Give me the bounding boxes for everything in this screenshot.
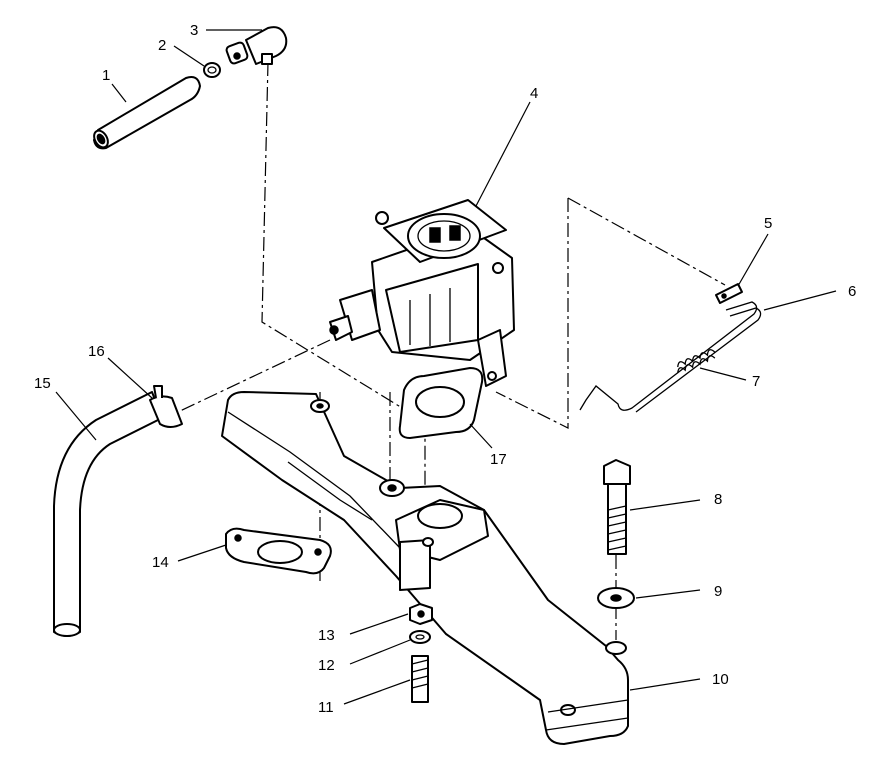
callout-8: 8 (714, 491, 722, 508)
throttle-rod-part-6 (579, 301, 762, 413)
stud-part-11 (411, 655, 429, 703)
lock-washer-part-12 (409, 630, 431, 644)
elbow-fitting-part-3 (225, 26, 288, 65)
carburetor-part-4 (329, 199, 515, 387)
callout-10: 10 (712, 671, 729, 688)
hose-clamp-part-2 (203, 62, 221, 78)
callout-16: 16 (88, 343, 105, 360)
callout-5: 5 (764, 215, 772, 232)
washer-part-9 (597, 587, 635, 609)
callout-labels: 1 2 3 4 5 6 7 8 9 10 11 12 13 14 15 16 1… (34, 22, 856, 716)
fuel-hose-part-1 (93, 76, 201, 150)
callout-12: 12 (318, 657, 335, 674)
callout-17: 17 (490, 451, 507, 468)
retaining-clip-part-5 (715, 283, 743, 304)
callout-7: 7 (752, 373, 760, 390)
callout-15: 15 (34, 375, 51, 392)
callout-3: 3 (190, 22, 198, 39)
intake-manifold-part-10 (221, 391, 629, 745)
bent-hose-part-15 (53, 391, 163, 637)
callout-2: 2 (158, 37, 166, 54)
hose-clamp-part-16 (149, 385, 183, 428)
callout-13: 13 (318, 627, 335, 644)
callout-leaders (55, 29, 837, 705)
callout-14: 14 (152, 554, 169, 571)
callout-11: 11 (318, 699, 334, 716)
throttle-spring-part-7 (677, 349, 716, 374)
callout-6: 6 (848, 283, 856, 300)
bolt-part-8 (603, 459, 631, 555)
callout-4: 4 (530, 85, 538, 102)
callout-9: 9 (714, 583, 722, 600)
carburetor-gasket-part-17 (398, 367, 484, 439)
nut-part-13 (409, 603, 433, 625)
callout-1: 1 (102, 67, 110, 84)
flange-gasket-part-14 (225, 527, 332, 575)
